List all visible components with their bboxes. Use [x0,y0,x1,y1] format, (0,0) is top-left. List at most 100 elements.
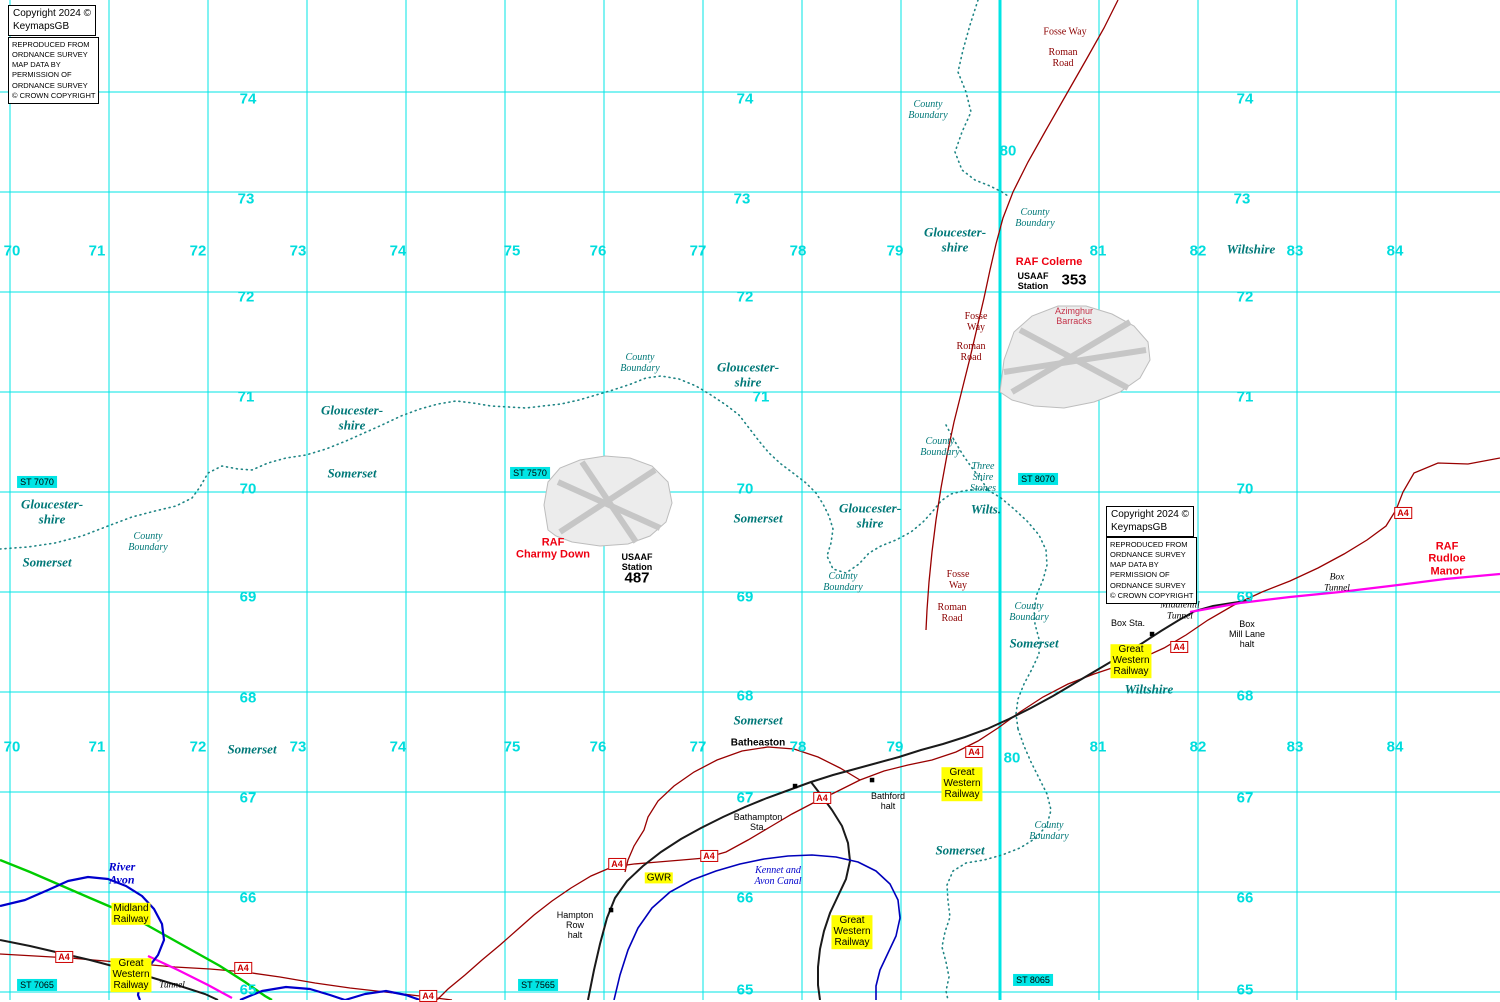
grid-easting-label-77: 77 [689,738,707,756]
grid-northing-label-68: 68 [1236,687,1254,705]
copyright-line1: Copyright 2024 © [1111,509,1189,520]
fosse-way-road [925,0,1119,631]
grid-northing-label-65: 65 [736,981,754,999]
station-dot-1 [869,777,875,783]
somerset-line-magenta [147,955,233,999]
somerset-label: Somerset [733,510,783,526]
a4-label: A4 [234,961,252,975]
grid-easting-label-79: 79 [886,242,904,260]
grid-ref-st7065: ST 7065 [17,978,57,992]
a4-label: A4 [419,989,437,1002]
grid-easting-label-72: 72 [189,242,207,260]
grid-easting-label-73: 73 [289,738,307,756]
grid-easting-label-78: 78 [789,242,807,260]
copyright-box-center: Copyright 2024 © KeymapsGB [1106,506,1194,537]
county-boundary-label: County Boundary [908,98,948,121]
fosse-way-label: Fosse Way [1043,26,1087,38]
raf-rudloe-manor-label: RAF Rudloe Manor [1428,540,1466,578]
grid-northing-label-73: 73 [733,190,751,208]
grid-easting-label-71: 71 [88,738,106,756]
box-tunnel-label: Box Tunnel [1324,572,1350,593]
kennet-and-avon-canal-label: Kennet and Avon Canal [754,864,802,887]
grid-easting-label-82: 82 [1189,242,1207,260]
raf-colerne-label: RAF Colerne [1015,255,1083,268]
grid-northing-label-70: 70 [1236,480,1254,498]
grid-easting-label-76: 76 [589,242,607,260]
tunnel-label: Tunnel [159,980,185,991]
grid-ref-st8070: ST 8070 [1018,472,1058,486]
os-notice-line: REPRODUCED FROM [12,40,90,49]
grid-easting-label-83: 83 [1286,738,1304,756]
grid-easting-label-79: 79 [886,738,904,756]
grid-easting-label-80: 80 [1003,749,1021,767]
gwr-label: GWR [644,872,674,884]
somerset-label: Somerset [227,741,277,757]
county-boundary-label: County Boundary [128,530,168,553]
river-avon-label: River Avon [108,859,136,887]
grid-northing-label-69: 69 [736,588,754,606]
grid-northing-label-68: 68 [239,689,257,707]
a4-label: A4 [813,791,831,805]
fosse-way-label: Fosse Way [964,310,988,333]
grid-northing-label-74: 74 [1236,90,1254,108]
grid-easting-label-81: 81 [1089,738,1107,756]
grid-northing-label-70: 70 [239,480,257,498]
grid-northing-label-71: 71 [1236,388,1254,406]
grid-easting-label-84: 84 [1386,738,1404,756]
wilts-label: Wilts. [970,501,1002,517]
middlehill-tunnel-label: Middlehill Tunnel [1160,600,1200,621]
grid-northing-label-66: 66 [239,889,257,907]
azimghur-barracks-label: Azimghur Barracks [1054,305,1094,326]
a4-label: A4 [1394,506,1412,520]
os-notice-line: ORDNANCE SURVEY [12,50,88,60]
gwr-branch-south [810,781,852,1000]
a4-label: A4 [55,950,73,964]
grid-northing-label-66: 66 [736,889,754,907]
somerset-label: Somerset [733,712,783,728]
somerset-label: Somerset [1009,635,1059,651]
os-notice-line: PERMISSION OF [1110,570,1170,580]
box-tunnel-line [1189,572,1500,614]
usaaf-station-label: USAAF Station [1017,270,1049,291]
wiltshire-label: Wiltshire [1124,681,1174,697]
roman-road-label: Roman Road [956,340,986,363]
grid-northing-label-67: 67 [736,789,754,807]
grid-easting-label-82: 82 [1189,738,1207,756]
wiltshire-label: Wiltshire [1226,241,1276,257]
midland-railway-line [0,858,273,1000]
a4-road-east [436,457,1500,1000]
grid-northing-label-69: 69 [1236,588,1254,606]
os-notice-line: MAP DATA BY [1110,560,1159,570]
gloucester-shire-label: Gloucester- shire [716,359,780,389]
os-notice-box-top-left: REPRODUCED FROM ORDNANCE SURVEY MAP DATA… [8,37,100,104]
grid-ref-st7565: ST 7565 [518,978,558,992]
county-boundary-colerne [945,424,989,491]
os-notice-line: ORDNANCE SURVEY [12,80,88,90]
county-boundary-label: County Boundary [823,570,863,593]
grid-easting-label-80: 80 [999,142,1017,160]
station-dot-0 [608,907,614,913]
os-notice-line: PERMISSION OF [12,70,72,80]
os-notice-line: REPRODUCED FROM [1110,540,1188,549]
grid-easting-label-75: 75 [503,242,521,260]
grid-ref-st7070: ST 7070 [17,475,57,489]
copyright-line1: Copyright 2024 © [13,8,91,19]
three-shire-stones-label: Three Shire Stones [969,461,997,495]
fosse-way-label: Fosse Way [946,568,970,591]
grid-easting-label-74: 74 [389,738,407,756]
grid-northing-label-70: 70 [736,480,754,498]
grid-ref-st7570: ST 7570 [510,466,550,480]
great-western-railway-label: Great Western Railway [1110,644,1152,678]
grid-northing-label-67: 67 [1236,789,1254,807]
grid-easting-label-71: 71 [88,242,106,260]
grid-ref-st8065: ST 8065 [1013,973,1053,987]
gloucester-shire-label: Gloucester- shire [320,402,384,432]
batheaston-label: Batheaston [730,737,786,749]
bathampton-sta-label: Bathampton Sta. [733,811,783,832]
os-notice-line: ORDNANCE SURVEY [1110,580,1186,590]
grid-northing-label-72: 72 [1236,288,1254,306]
charmy-down-runway-3 [579,460,639,544]
box-sta-label: Box Sta. [1110,617,1146,628]
